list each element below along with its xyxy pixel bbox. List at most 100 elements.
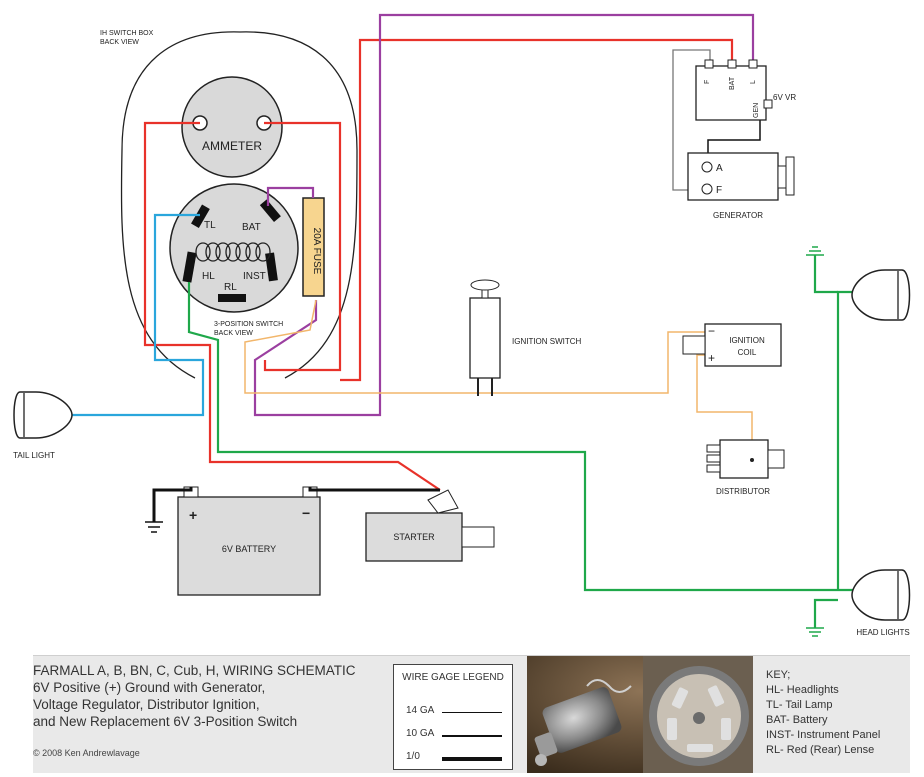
key-rl: RL- Red (Rear) Lense xyxy=(766,744,875,756)
legend-row-14ga: 14 GA xyxy=(394,705,512,721)
wire-gray-vr-f-gen-f xyxy=(672,49,711,191)
vr-label: 6V VR xyxy=(773,93,796,102)
legend-title: WIRE GAGE LEGEND xyxy=(402,672,504,683)
dist-prong-2 xyxy=(706,454,721,463)
terminal-inst xyxy=(265,252,278,282)
legend-10ga-label: 10 GA xyxy=(406,728,435,739)
title-line-2: 6V Positive (+) Ground with Generator, xyxy=(33,680,266,695)
wire-orange-coil-dist xyxy=(696,354,753,440)
switch-coil xyxy=(195,242,271,262)
battery-label: 6V BATTERY xyxy=(222,544,276,554)
vr-l-label: L xyxy=(750,80,757,84)
head-light-bottom-body xyxy=(851,569,911,621)
generator-label: GENERATOR xyxy=(713,211,763,220)
terminal-bat xyxy=(259,199,281,222)
wire-green-ground-bottom xyxy=(813,598,838,628)
legend-row-10ga: 10 GA xyxy=(394,728,512,744)
ground-symbol-top xyxy=(806,246,824,256)
switch-box-label-2: BACK VIEW xyxy=(100,39,139,46)
terminal-tl-label: TL xyxy=(204,220,216,231)
legend-10ga-line xyxy=(442,735,502,737)
wire-purple-fuse-bat xyxy=(266,186,315,206)
distributor-label: DISTRIBUTOR xyxy=(716,487,770,496)
terminal-rl xyxy=(218,294,246,302)
coil-nose xyxy=(682,335,706,355)
fuse-label: 20A FUSE xyxy=(311,228,322,275)
distributor-body xyxy=(719,439,769,479)
gen-a-label: A xyxy=(716,163,723,174)
push-switch-knob xyxy=(470,279,500,291)
head-lights-label: HEAD LIGHTS xyxy=(856,628,909,637)
starter-label: STARTER xyxy=(393,532,435,542)
wire-green-headlights xyxy=(187,282,855,592)
cable-battery-ground xyxy=(152,487,193,522)
terminal-tl xyxy=(191,204,210,229)
dist-prong-1 xyxy=(706,444,721,453)
vr-gen-label: GEN xyxy=(753,103,760,118)
voltage-regulator-body xyxy=(695,65,767,121)
key-legend: KEY; HL- Headlights TL- Tail Lamp BAT- B… xyxy=(766,668,880,758)
gen-f-label: F xyxy=(716,185,722,196)
terminal-rl-label: RL xyxy=(224,282,237,293)
generator-body xyxy=(687,152,779,201)
gen-terminal-f xyxy=(701,183,713,195)
generator-pulley-cap xyxy=(785,156,795,196)
key-bat: BAT- Battery xyxy=(766,714,828,726)
wiring-diagram: IH SWITCH BOX BACK VIEW AMMETER TL BAT H… xyxy=(13,13,911,637)
vr-f-label: F xyxy=(704,80,711,84)
key-inst: INST- Instrument Panel xyxy=(766,729,881,741)
key-tl: TL- Tail Lamp xyxy=(766,699,833,711)
tail-light-body xyxy=(13,391,73,439)
coil-label-1: IGNITION xyxy=(729,336,765,345)
terminal-inst-label: INST xyxy=(243,271,266,282)
vr-terminal-l xyxy=(748,59,758,69)
ground-symbol-battery xyxy=(145,521,163,533)
terminal-hl xyxy=(182,251,197,283)
coil-neg-label: − xyxy=(708,324,715,338)
key-title: KEY; xyxy=(766,669,791,681)
legend-row-1-0: 1/0 xyxy=(394,751,512,767)
wire-blue-tail-light xyxy=(72,213,205,417)
wire-red-ammeter-right xyxy=(263,121,342,372)
vr-terminal-f xyxy=(704,59,714,69)
wire-red-to-vr xyxy=(340,38,734,382)
vr-terminal-gen xyxy=(763,99,773,109)
legend-14ga-label: 14 GA xyxy=(406,705,435,716)
dist-prong-3 xyxy=(706,464,721,473)
cable-battery-starter xyxy=(308,487,440,492)
switch-box-label-1: IH SWITCH BOX xyxy=(100,30,154,37)
title-line-4: and New Replacement 6V 3-Position Switch xyxy=(33,714,298,729)
key-hl: HL- Headlights xyxy=(766,684,839,696)
battery-body xyxy=(177,496,321,596)
copyright: © 2008 Ken Andrewlavage xyxy=(33,748,140,758)
legend-1-0-label: 1/0 xyxy=(406,751,420,762)
starter-nose xyxy=(461,526,495,548)
ignition-switch-label: IGNITION SWITCH xyxy=(512,337,582,346)
switch-box-outline xyxy=(120,31,358,379)
wire-green-headlight-top xyxy=(836,290,855,590)
ammeter-body xyxy=(181,76,283,178)
wire-green-ground-top xyxy=(813,255,838,294)
dist-terminal xyxy=(750,458,754,462)
wire-orange-ignition xyxy=(244,299,705,394)
title-line-3: Voltage Regulator, Distributor Ignition, xyxy=(33,697,260,712)
push-switch-body xyxy=(469,297,501,379)
coil-label-2: COIL xyxy=(738,348,757,357)
footer-panel: FARMALL A, B, BN, C, Cub, H, WIRING SCHE… xyxy=(33,655,910,773)
generator-pulley xyxy=(777,165,787,189)
switch-photo xyxy=(527,656,753,773)
legend-14ga-line xyxy=(442,712,502,713)
terminal-hl-label: HL xyxy=(202,271,215,282)
vr-terminal-bat xyxy=(727,59,737,69)
vr-bat-label: BAT xyxy=(729,76,736,90)
tail-light-label: TAIL LIGHT xyxy=(13,451,55,460)
wire-red-ammeter-loop xyxy=(143,121,441,491)
ground-symbol-bottom xyxy=(806,627,824,637)
gen-terminal-a xyxy=(701,161,713,173)
battery-neg-label: − xyxy=(302,505,310,521)
wire-purple-to-vr-l xyxy=(253,13,755,417)
ammeter-label: AMMETER xyxy=(202,139,262,153)
terminal-bat-label: BAT xyxy=(242,222,261,233)
head-light-top-body xyxy=(851,269,911,321)
schematic-title: FARMALL A, B, BN, C, Cub, H, WIRING SCHE… xyxy=(33,662,393,730)
